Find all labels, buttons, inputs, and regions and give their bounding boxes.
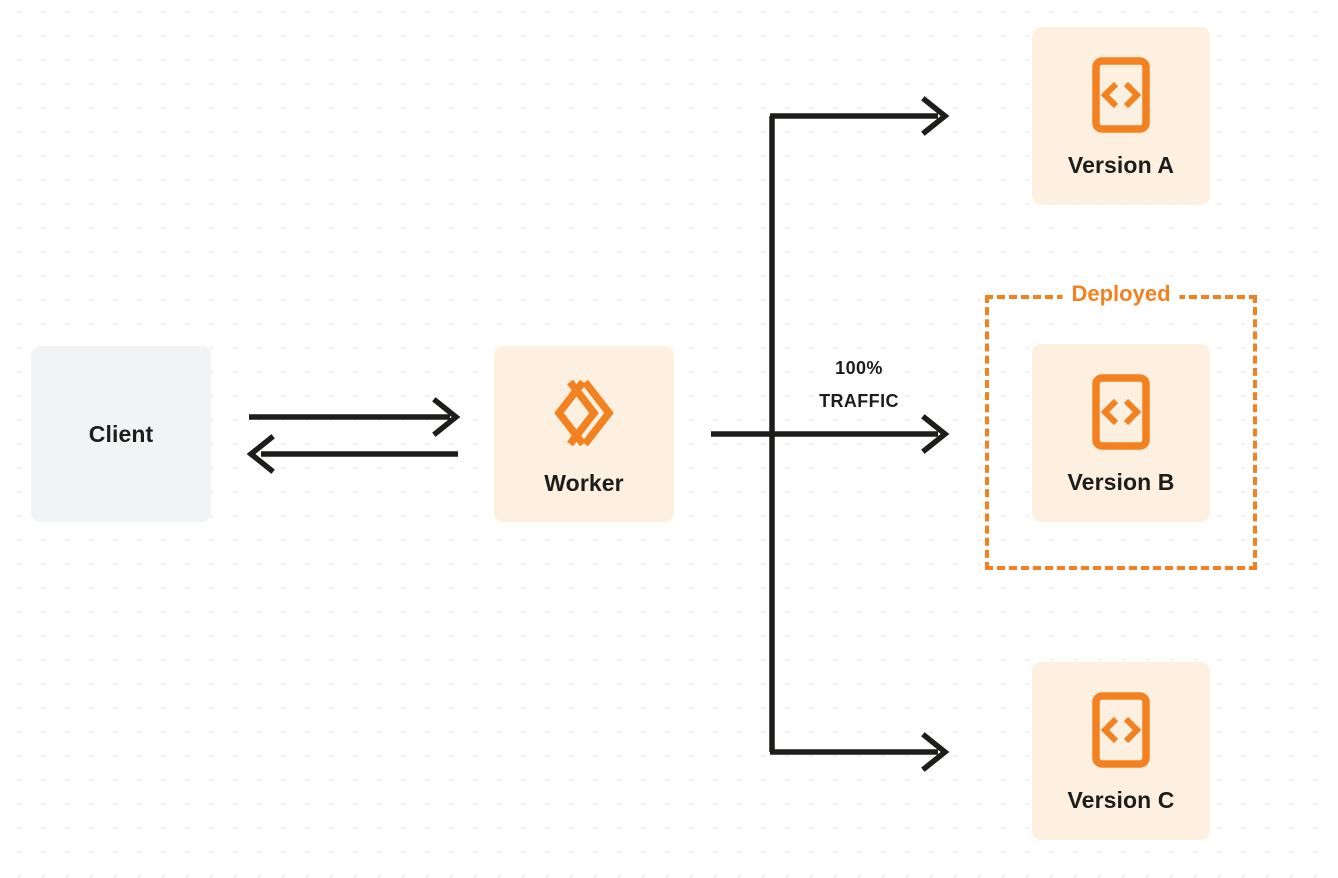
edge-worker-to-version-a: [770, 96, 950, 136]
cloudflare-workers-logo-icon: [545, 374, 623, 452]
traffic-percent: 100%: [835, 358, 883, 378]
code-brackets-icon: [1091, 56, 1151, 134]
edge-client-to-worker: [249, 397, 461, 437]
code-brackets-icon: [1091, 691, 1151, 769]
node-version-a-label: Version A: [1067, 151, 1175, 178]
deployed-group-label: Deployed: [1062, 283, 1180, 305]
edge-worker-to-version-b: [711, 414, 950, 454]
node-version-c-label: Version C: [1067, 786, 1175, 813]
node-client[interactable]: Client: [31, 346, 211, 522]
code-brackets-icon: [1091, 373, 1151, 451]
edge-worker-to-version-c: [770, 732, 950, 772]
node-worker[interactable]: Worker: [494, 346, 674, 522]
node-version-b-label: Version B: [1067, 468, 1175, 495]
node-client-label: Client: [88, 420, 154, 447]
node-worker-label: Worker: [544, 469, 624, 496]
node-version-b[interactable]: Version B: [1032, 344, 1210, 522]
node-version-a[interactable]: Version A: [1032, 27, 1210, 205]
node-version-c[interactable]: Version C: [1032, 662, 1210, 840]
traffic-caption: TRAFFIC: [819, 391, 899, 412]
edge-worker-to-client: [246, 434, 458, 474]
deployed-group: Deployed: [985, 283, 1257, 570]
traffic-label: 100% TRAFFIC: [779, 352, 939, 419]
